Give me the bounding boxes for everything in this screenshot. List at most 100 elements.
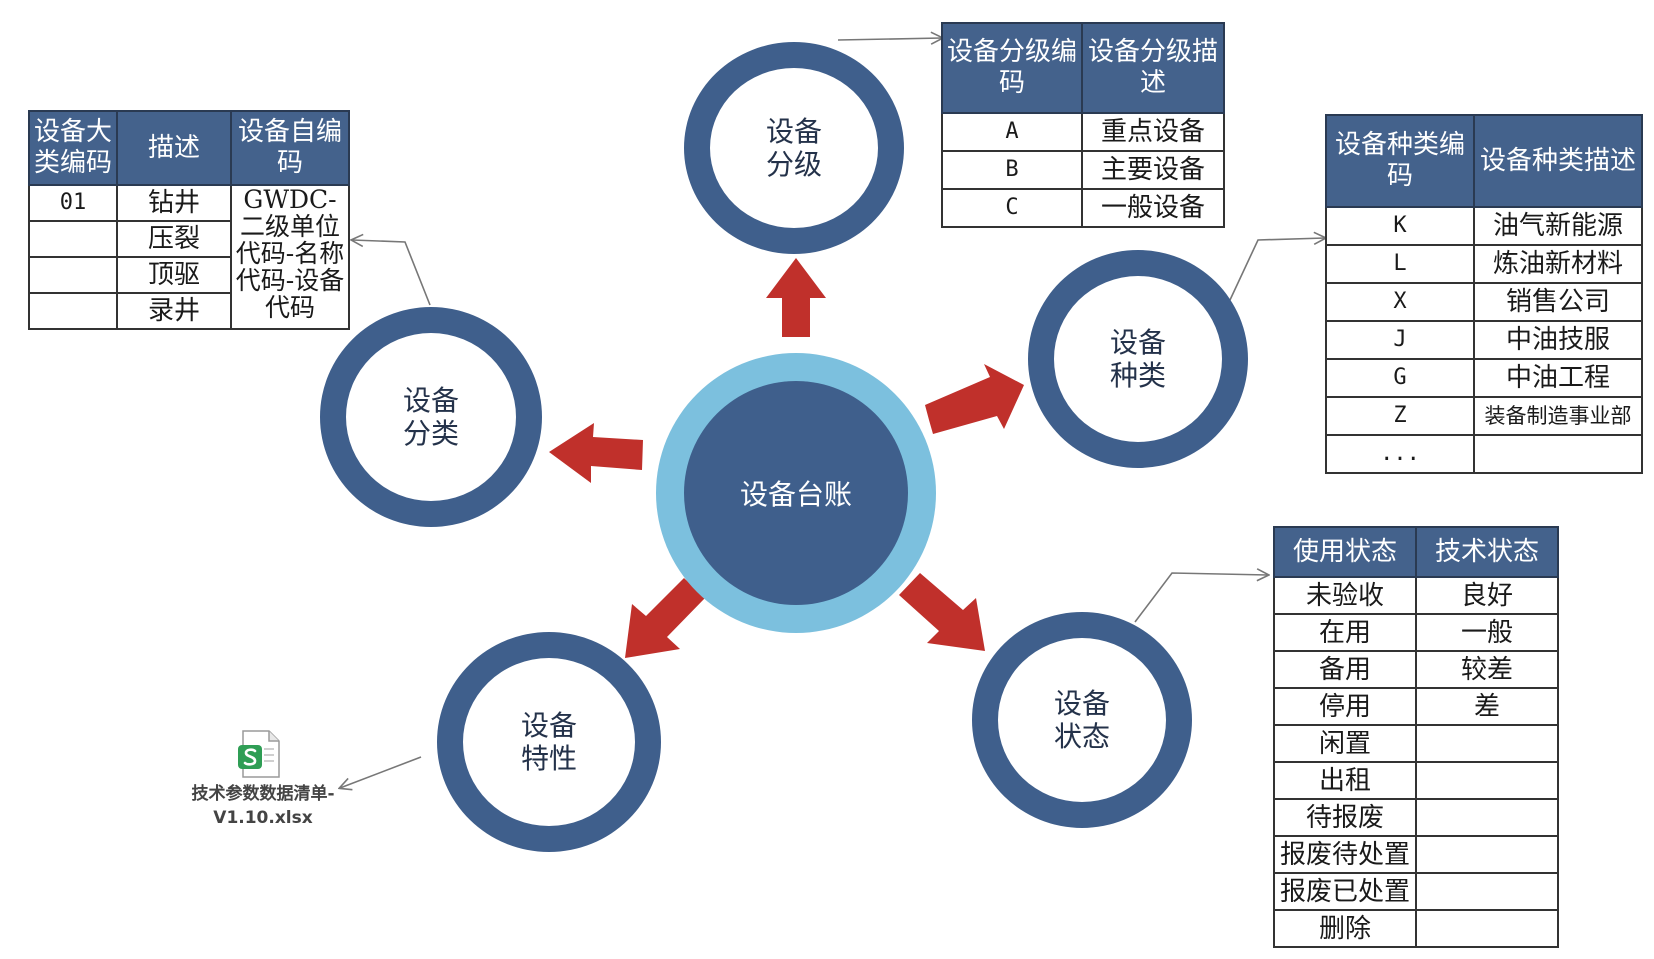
table-row: ... <box>1325 434 1643 474</box>
grade-table-header: 设备分级编码 设备分级描述 <box>941 22 1225 114</box>
category-self-code-cell: GWDC-二级单位代码-名称代码-设备代码 <box>230 184 350 330</box>
tech-status-cell <box>1415 872 1559 911</box>
usage-status-cell: 删除 <box>1273 909 1417 948</box>
node-status[interactable]: 设备状态 <box>972 612 1192 828</box>
table-row: 出租 <box>1273 761 1559 800</box>
category-header-desc: 描述 <box>116 110 232 186</box>
kind-desc-cell: 中油技服 <box>1473 320 1643 360</box>
arrow-to-kind <box>925 364 1024 434</box>
category-code-cell <box>28 256 118 294</box>
node-property-label: 设备特性 <box>520 709 577 775</box>
tech-status-cell: 差 <box>1415 687 1559 726</box>
attachment-filename[interactable]: 技术参数数据清单-V1.10.xlsx <box>191 784 335 828</box>
kind-desc-cell: 中油工程 <box>1473 358 1643 398</box>
table-row: J 中油技服 <box>1325 320 1643 360</box>
node-kind-label: 设备种类 <box>1109 326 1166 392</box>
node-category-label: 设备分类 <box>402 384 459 450</box>
tech-status-cell <box>1415 835 1559 874</box>
kind-desc-cell: 装备制造事业部 <box>1473 396 1643 436</box>
hub-core: 设备台账 <box>684 381 908 605</box>
table-row: 未验收 良好 <box>1273 576 1559 615</box>
table-row: K 油气新能源 <box>1325 206 1643 246</box>
spreadsheet-file-icon[interactable] <box>235 728 287 780</box>
grade-code-cell: A <box>941 112 1083 152</box>
status-table-header: 使用状态 技术状态 <box>1273 526 1559 578</box>
usage-status-cell: 报废待处置 <box>1273 835 1417 874</box>
category-code-cell <box>28 220 118 258</box>
status-header-tech: 技术状态 <box>1415 526 1559 578</box>
table-row: Z 装备制造事业部 <box>1325 396 1643 436</box>
tech-status-cell <box>1415 909 1559 948</box>
usage-status-cell: 报废已处置 <box>1273 872 1417 911</box>
table-row: C 一般设备 <box>941 188 1225 228</box>
usage-status-cell: 停用 <box>1273 687 1417 726</box>
table-row: A 重点设备 <box>941 112 1225 152</box>
table-row: L 炼油新材料 <box>1325 244 1643 284</box>
table-row: 停用 差 <box>1273 687 1559 726</box>
table-row: 在用 一般 <box>1273 613 1559 652</box>
table-row: 闲置 <box>1273 724 1559 763</box>
category-desc-cell: 顶驱 <box>116 256 232 294</box>
table-row: 录井 <box>28 292 349 330</box>
table-row: 顶驱 <box>28 256 349 294</box>
usage-status-cell: 闲置 <box>1273 724 1417 763</box>
usage-status-cell: 备用 <box>1273 650 1417 689</box>
tech-status-cell <box>1415 724 1559 763</box>
grade-desc-cell: 重点设备 <box>1081 112 1225 152</box>
pointer-line-category <box>352 240 431 306</box>
kind-desc-cell: 油气新能源 <box>1473 206 1643 246</box>
hub-ledger[interactable]: 设备台账 <box>656 353 936 633</box>
kind-table-header: 设备种类编码 设备种类描述 <box>1325 114 1643 208</box>
pointer-line-attachment <box>340 756 422 788</box>
grade-code-cell: B <box>941 150 1083 190</box>
kind-code-cell: X <box>1325 282 1475 322</box>
category-header-self-code: 设备自编码 <box>230 110 350 186</box>
category-desc-cell: 录井 <box>116 292 232 330</box>
grade-code-table: 设备分级编码 设备分级描述 A 重点设备 B 主要设备 C 一般设备 <box>941 22 1225 228</box>
table-row: 待报废 <box>1273 798 1559 837</box>
hub-label: 设备台账 <box>739 478 852 511</box>
arrow-to-category <box>549 423 643 483</box>
table-row: 删除 <box>1273 909 1559 948</box>
node-category[interactable]: 设备分类 <box>320 307 542 527</box>
arrow-to-property <box>625 578 705 658</box>
node-grade[interactable]: 设备分级 <box>684 42 904 254</box>
table-row: G 中油工程 <box>1325 358 1643 398</box>
kind-code-cell: K <box>1325 206 1475 246</box>
pointer-line-kind <box>1229 238 1325 301</box>
arrow-to-grade <box>766 258 826 337</box>
category-code-cell: 01 <box>28 184 118 222</box>
category-desc-cell: 压裂 <box>116 220 232 258</box>
tech-status-cell: 良好 <box>1415 576 1559 615</box>
table-row: 01 钻井 GWDC-二级单位代码-名称代码-设备代码 <box>28 184 350 330</box>
usage-status-cell: 待报废 <box>1273 798 1417 837</box>
status-table: 使用状态 技术状态 未验收 良好 在用 一般 备用 较差 停用 差 闲置 出租 <box>1273 526 1559 948</box>
category-code-cell <box>28 292 118 330</box>
usage-status-cell: 出租 <box>1273 761 1417 800</box>
grade-desc-cell: 一般设备 <box>1081 188 1225 228</box>
node-kind[interactable]: 设备种类 <box>1028 250 1248 468</box>
kind-code-cell: Z <box>1325 396 1475 436</box>
tech-status-cell: 较差 <box>1415 650 1559 689</box>
table-row: B 主要设备 <box>941 150 1225 190</box>
kind-desc-cell: 销售公司 <box>1473 282 1643 322</box>
usage-status-cell: 未验收 <box>1273 576 1417 615</box>
kind-code-cell: J <box>1325 320 1475 360</box>
kind-header-code: 设备种类编码 <box>1325 114 1475 208</box>
grade-header-desc: 设备分级描述 <box>1081 22 1225 114</box>
category-code-table: 设备大类编码 描述 设备自编码 01 钻井 GWDC-二级单位代码-名称代码-设… <box>28 110 350 330</box>
grade-code-cell: C <box>941 188 1083 228</box>
table-row: 报废已处置 <box>1273 872 1559 911</box>
node-property[interactable]: 设备特性 <box>437 632 661 852</box>
usage-status-cell: 在用 <box>1273 613 1417 652</box>
arrow-to-status <box>899 573 985 651</box>
kind-desc-cell: 炼油新材料 <box>1473 244 1643 284</box>
table-row: 压裂 <box>28 220 349 258</box>
category-desc-cell: 钻井 <box>116 184 232 222</box>
status-header-usage: 使用状态 <box>1273 526 1417 578</box>
table-row: 备用 较差 <box>1273 650 1559 689</box>
tech-status-cell: 一般 <box>1415 613 1559 652</box>
table-row: 报废待处置 <box>1273 835 1559 874</box>
category-table-header: 设备大类编码 描述 设备自编码 <box>28 110 350 186</box>
